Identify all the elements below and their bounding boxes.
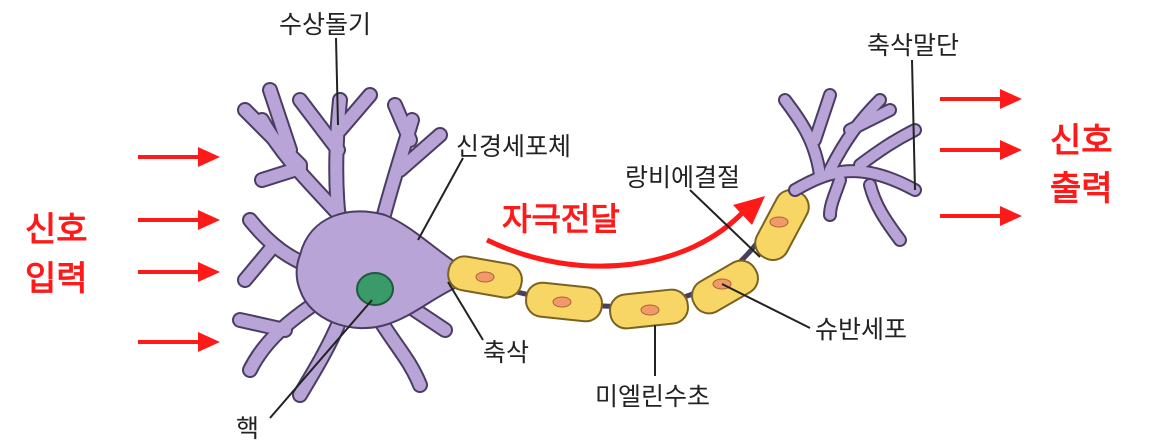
leader-axon-terminal [911,59,916,191]
nucleus [356,272,394,306]
label-nucleus: 핵 [236,414,259,443]
soma [295,210,468,330]
myelin-segment [754,188,810,262]
transmission-arrow [485,208,747,269]
leader-nucleus [269,299,373,419]
leader-lines [269,37,916,419]
myelin-sheath [447,188,810,330]
output-arrow [940,206,1022,226]
output-arrows [940,89,1022,226]
output-arrow [940,140,1022,160]
input-arrows [138,147,220,352]
label-axon: 축삭 [483,338,529,367]
label-axon-terminal: 축삭말단 [867,31,959,60]
label-schwann-cell: 슈반세포 [815,315,907,344]
leader-node-of-ranvier [689,189,761,258]
leader-schwann-cell [721,283,811,329]
myelin-segment [609,288,689,330]
myelin-segment [691,259,759,315]
transmission-arrowhead [733,196,765,225]
label-myelin-sheath: 미엘린수초 [595,382,710,411]
myelin-segment [525,281,603,323]
leader-dendrite [335,37,339,126]
axon-terminal [778,88,922,247]
input-arrow [138,262,220,282]
signal-output-line1: 신호 [1050,121,1113,161]
signal-input-line2: 입력 [25,259,88,299]
label-dendrite: 수상돌기 [279,10,371,39]
label-node-of-ranvier: 랑비에결절 [625,163,740,192]
signal-transmission: 자극전달 [502,200,620,238]
leader-axon [447,281,484,341]
myelin-segment [447,255,523,299]
input-arrow [138,147,220,167]
input-arrow [138,332,220,352]
leader-cell-body [417,157,464,241]
label-cell-body: 신경세포체 [456,132,571,161]
input-arrow [138,210,220,230]
output-arrow [940,89,1022,109]
signal-output-line2: 출력 [1050,169,1113,209]
neuron-cell-body [232,82,468,403]
signal-input-line1: 신호 [25,210,88,250]
